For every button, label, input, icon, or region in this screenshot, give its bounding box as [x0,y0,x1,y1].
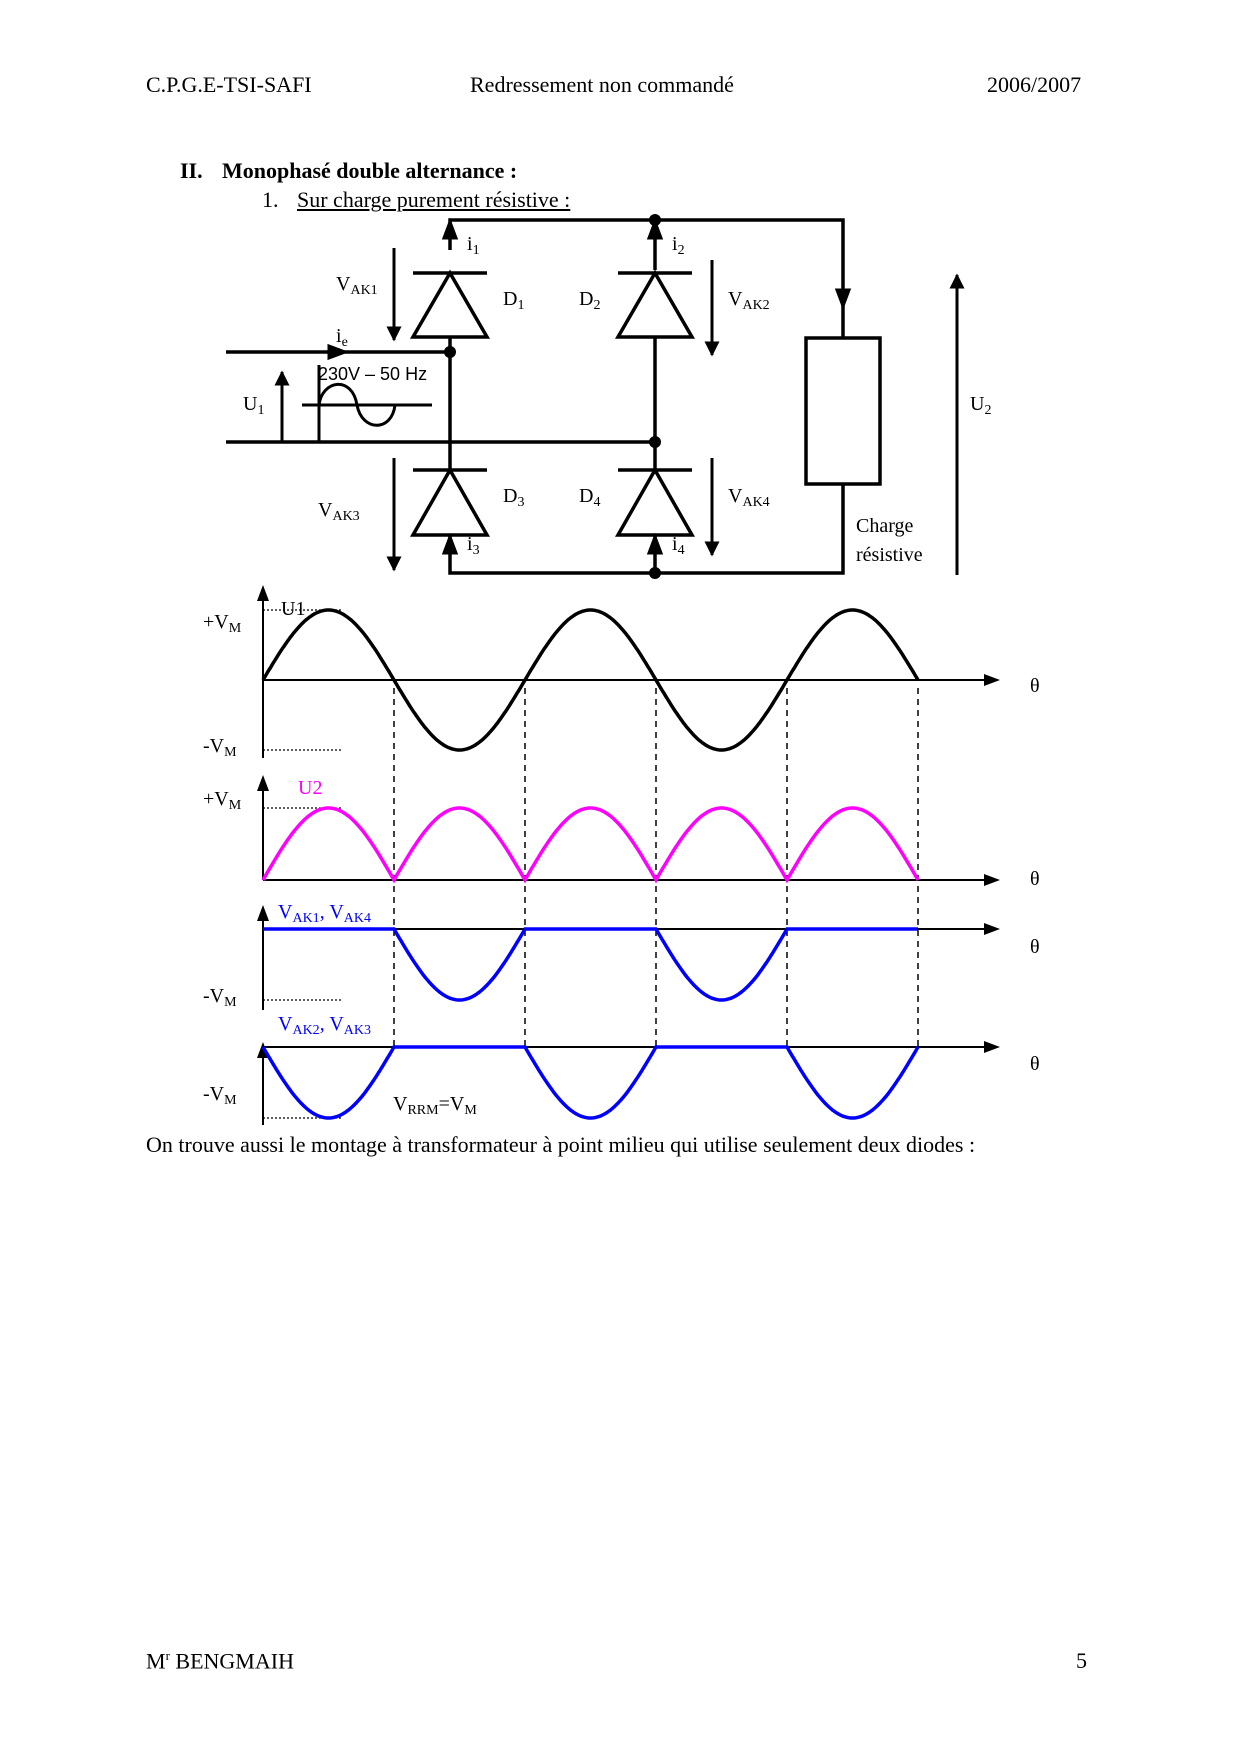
footer-author: Mr BENGMAIH [146,1648,294,1674]
i1-arrow-icon [441,217,459,240]
vak23-ytick-minus: -VM [203,1083,237,1108]
y-axis-arrow-icon [257,905,269,921]
header-date: 2006/2007 [987,72,1082,97]
i4-label: i4 [672,533,685,558]
u2-xlabel: θ [1030,868,1040,890]
source-label: 230V – 50 Hz [318,364,427,384]
subsection-title: Sur charge purement résistive : [297,187,571,212]
series-line-vak1-vak4 [263,927,918,1002]
vak4-label: VAK4 [728,485,770,510]
load-label-line1: Charge [856,515,914,537]
source-sine-icon [317,382,397,427]
diode-d1 [409,269,491,339]
series-line-vak2-vak3 [261,1045,920,1120]
vak23-xlabel: θ [1030,1053,1040,1075]
junction-dot [649,567,661,579]
junction-dot [649,436,661,448]
i4-arrow-icon [646,532,664,555]
y-axis-arrow-icon [257,585,269,601]
x-axis-arrow-icon [984,923,1000,935]
chart-curves [261,608,920,1120]
i3-arrow-icon [441,532,459,555]
u2-label: U2 [970,393,991,418]
d2-label: D2 [579,288,600,313]
u2-ytick-plus: +VM [203,788,242,813]
section-number: II. [180,158,203,183]
half-period-dash-lines [393,688,919,1047]
u1-label: U1 [243,393,264,418]
ie-arrow-icon [327,343,350,361]
i2-arrow-icon [646,217,664,240]
vak23-legend: VAK2, VAK3 [278,1013,371,1038]
x-axis-arrow-icon [984,674,1000,686]
d4-label: D4 [579,485,600,510]
series-line-u1 [261,608,920,752]
chart-axes [257,585,1000,1125]
series-line-u2 [261,806,920,884]
load-resistor [804,336,882,486]
vak14-legend: VAK1, VAK4 [278,901,371,926]
u1-series-label: U1 [281,598,305,620]
y-axis-arrow-icon [257,775,269,791]
vak3-label: VAK3 [318,499,360,524]
u2-series-label: U2 [298,777,322,799]
vak2-label: VAK2 [728,288,770,313]
load-label-line2: résistive [856,544,923,566]
footer-page-number: 5 [1076,1648,1087,1673]
vak1-label: VAK1 [336,273,378,298]
subsection-number: 1. [262,187,279,212]
section-title: Monophasé double alternance : [222,158,518,183]
d1-label: D1 [503,288,524,313]
i2-label: i2 [672,233,685,258]
junction-dot [444,346,456,358]
u1-ytick-minus: -VM [203,735,237,760]
ie-label: ie [336,325,348,350]
load-current-arrow-icon [834,288,852,311]
vrrm-annotation: VRRM=VM [393,1093,477,1118]
header-left: C.P.G.E-TSI-SAFI [146,72,312,97]
header-title: Redressement non commandé [470,72,734,97]
i1-label: i1 [467,233,480,258]
u1-ytick-plus: +VM [203,611,242,636]
x-axis-arrow-icon [984,1041,1000,1053]
diode-d2 [614,269,696,339]
d3-label: D3 [503,485,524,510]
vak14-ytick-minus: -VM [203,985,237,1010]
vak14-xlabel: θ [1030,936,1040,958]
i3-label: i3 [467,533,480,558]
body-paragraph: On trouve aussi le montage à transformat… [146,1132,976,1157]
u1-xlabel: θ [1030,675,1040,697]
x-axis-arrow-icon [984,874,1000,886]
